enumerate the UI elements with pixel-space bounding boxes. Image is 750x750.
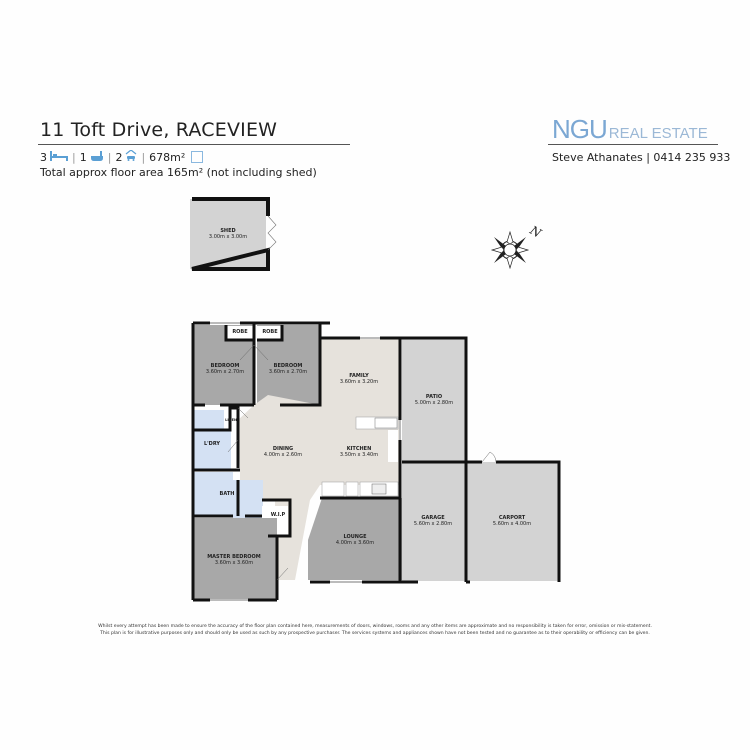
disclaimer: Whilst every attempt has been made to en… (0, 624, 750, 637)
bathroom-count: 1 (79, 150, 87, 164)
car-icon (125, 149, 137, 164)
logo-main: NGU (552, 114, 608, 144)
disclaimer-line-1: Whilst every attempt has been made to en… (98, 624, 652, 629)
room-label-robe-2: ROBE (262, 329, 278, 335)
bedroom-count: 3 (40, 150, 47, 164)
compass-rose-icon: N (490, 223, 544, 270)
header-divider (38, 144, 350, 145)
separator: | (141, 150, 146, 164)
disclaimer-line-2: This plan is for illustrative purposes o… (100, 630, 650, 636)
separator: | (107, 150, 112, 164)
bath-icon (90, 150, 104, 164)
room-label-bath: BATH (219, 491, 235, 497)
logo-sub: REAL ESTATE (608, 125, 708, 142)
land-area-icon (191, 151, 204, 163)
shed (190, 197, 277, 271)
agent-contact: Steve Athanates | 0414 235 933 (552, 151, 731, 164)
floor-area-note: Total approx floor area 165m² (not inclu… (40, 166, 317, 179)
property-stats: 3 | 1 | 2 | 678m² (40, 149, 204, 164)
car-count: 2 (115, 150, 123, 164)
room-label-laundry: L'DRY (203, 441, 221, 447)
room-label-wip: W.I.P (270, 512, 286, 518)
bed-icon (50, 150, 68, 164)
brand-divider (548, 144, 718, 145)
separator: | (72, 150, 76, 164)
room-label-robe-1: ROBE (232, 329, 248, 335)
property-address: 11 Toft Drive, RACEVIEW (40, 119, 278, 141)
room-label-linen: LINEN (225, 418, 237, 422)
land-size: 678m² (149, 150, 186, 164)
svg-text:N: N (527, 223, 544, 241)
